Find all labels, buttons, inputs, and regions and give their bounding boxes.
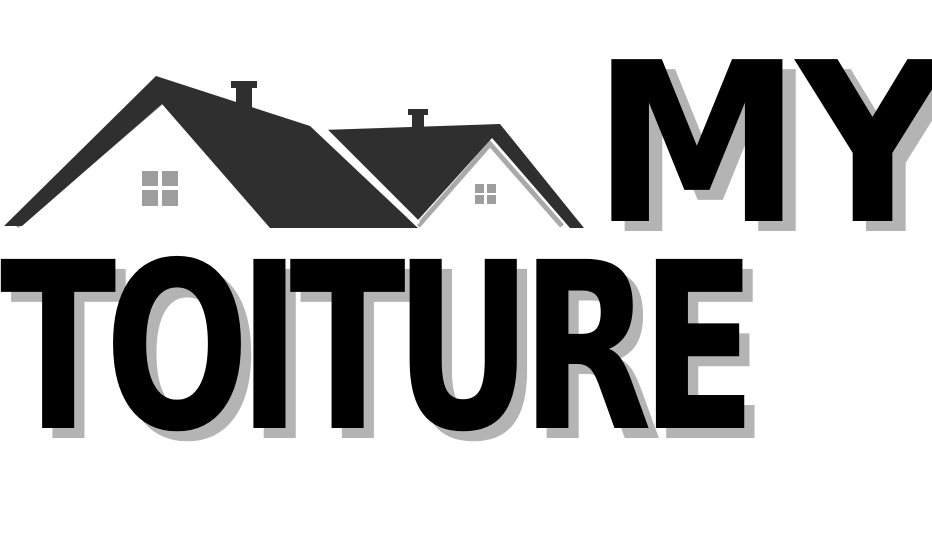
left-window: [142, 171, 178, 206]
logo-word-toiture-shadow: TOITURE: [10, 223, 767, 493]
logo-word-my-shadow: MY: [605, 26, 932, 284]
left-chimney: [236, 84, 252, 120]
logo-word-toiture: TOITURE TOITURE TOITURE: [0, 213, 767, 483]
right-roof-outline: [416, 140, 564, 228]
logo-word-my: MY MY MY: [592, 16, 932, 274]
logo-word-my-text: MY: [592, 16, 932, 274]
logo-word-toiture-text: TOITURE: [0, 213, 757, 483]
right-window: [475, 184, 496, 204]
left-roof: [4, 76, 418, 228]
right-chimney-cap: [408, 109, 428, 115]
right-chimney: [412, 112, 424, 138]
left-chimney-cap: [231, 81, 257, 88]
right-roof: [322, 124, 584, 228]
